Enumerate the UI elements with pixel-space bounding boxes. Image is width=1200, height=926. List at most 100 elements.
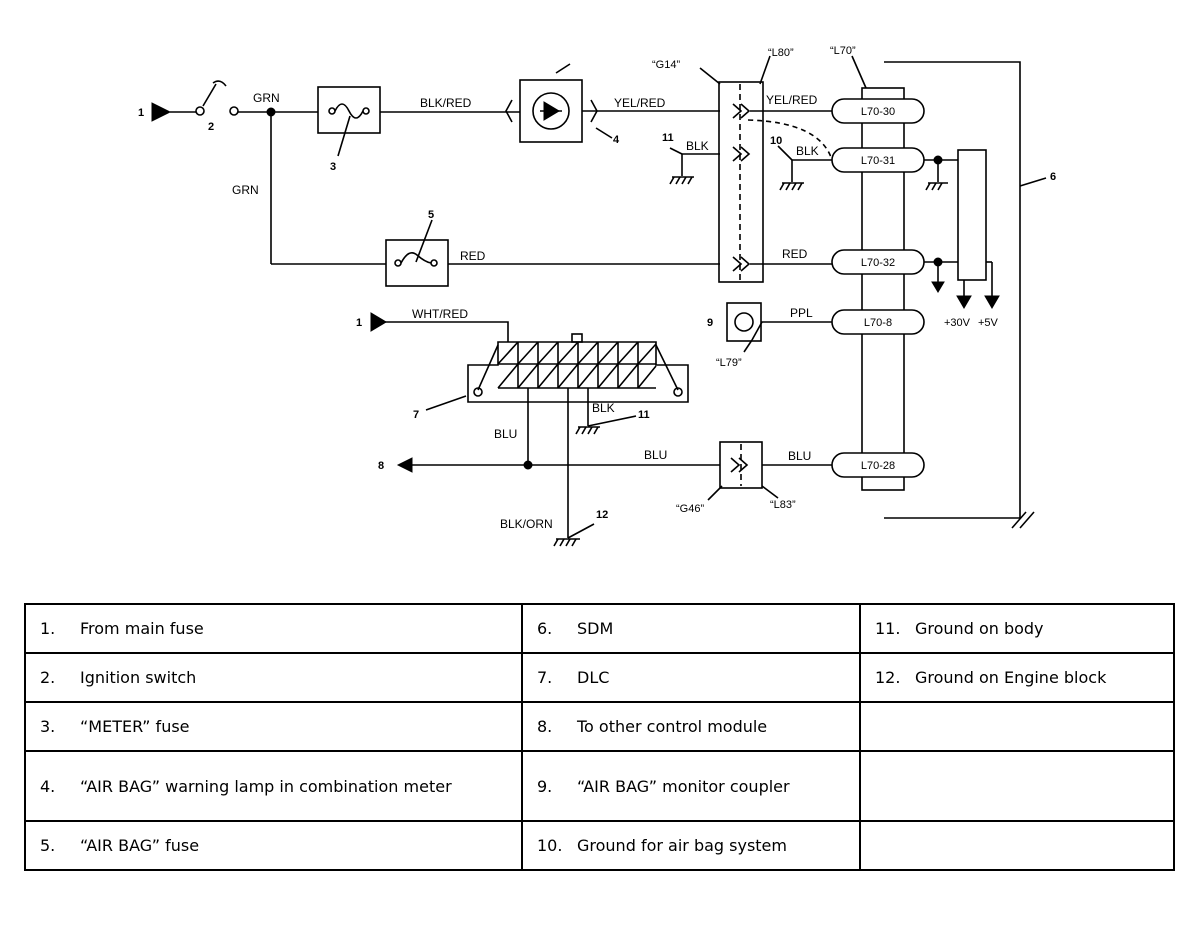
wire-label-red-a: RED [460, 249, 486, 263]
legend-text: DLC [577, 668, 610, 687]
legend-cell: 6. SDM [521, 603, 861, 654]
terminal-l70-30 [831, 98, 925, 124]
callout-1a: 1 [138, 107, 144, 119]
legend-number: 8. [537, 717, 553, 736]
wire-label-yel-red-a: YEL/RED [614, 96, 666, 110]
terminal-label-l70-31: L70-31 [861, 155, 895, 167]
callout-7: 7 [413, 409, 419, 421]
legend-number: 10. [537, 836, 563, 855]
wire-label-blu-a: BLU [494, 427, 517, 441]
legend-cell: 7. DLC [521, 652, 861, 703]
terminal-l70-31 [831, 147, 925, 173]
wire-label-blk-b: BLK [796, 144, 819, 158]
legend-cell: 4. “AIR BAG” warning lamp in combination … [24, 750, 523, 822]
callout-1b: 1 [356, 317, 362, 329]
sdm-internal-module [957, 149, 987, 281]
legend-text: Ground on body [915, 619, 1044, 638]
wire-label-red-b: RED [782, 247, 808, 261]
wire-label-blk-red: BLK/RED [420, 96, 472, 110]
legend-number: 7. [537, 668, 553, 687]
main-fuse-arrow-icon-2 [370, 312, 387, 332]
ground-symbol-12 [553, 538, 580, 547]
wire-label-blu-c: BLU [788, 449, 811, 463]
legend-text: “AIR BAG” warning lamp in combination me… [80, 776, 452, 796]
legend-text: Ground for air bag system [577, 836, 787, 855]
terminal-l70-28 [831, 452, 925, 478]
callout-9: 9 [707, 317, 713, 329]
connector-ref-l79: “L79” [716, 357, 742, 369]
meter-fuse-box [317, 86, 381, 134]
callout-12: 12 [596, 509, 608, 521]
legend-text: To other control module [577, 717, 768, 736]
dlc-connector [467, 341, 689, 403]
air-bag-fuse-element [400, 252, 432, 264]
legend-text: From main fuse [80, 619, 204, 638]
legend-row: 4. “AIR BAG” warning lamp in combination … [24, 750, 1175, 822]
legend-number: 9. [537, 776, 553, 796]
ground-symbol-10 [779, 182, 804, 191]
legend-number: 11. [875, 619, 901, 638]
terminal-l70-8 [831, 309, 925, 335]
connector-ref-g14: “G14” [652, 59, 680, 71]
wire-label-ppl: PPL [790, 306, 813, 320]
legend-number: 6. [537, 619, 553, 638]
voltage-label-30v: +30V [944, 317, 971, 329]
connector-ref-g46: “G46” [676, 503, 704, 515]
terminal-label-l70-8: L70-8 [864, 317, 892, 329]
internal-jumper [747, 119, 833, 161]
legend-cell [859, 750, 1175, 822]
l70-connector-strip [861, 87, 905, 491]
wire-label-grn-left: GRN [232, 183, 259, 197]
callout-4: 4 [613, 134, 620, 146]
legend-cell: 12.Ground on Engine block [859, 652, 1175, 703]
legend-cell: 1. From main fuse [24, 603, 523, 654]
legend-number: 1. [40, 619, 56, 638]
ignition-switch-contact [195, 106, 205, 116]
terminal-label-l70-28: L70-28 [861, 460, 895, 472]
legend-text: Ignition switch [80, 668, 197, 687]
legend-cell: 9. “AIR BAG” monitor coupler [521, 750, 861, 822]
wire-label-wht-red: WHT/RED [412, 307, 468, 321]
wire-label-grn-top: GRN [253, 91, 280, 105]
wiring-diagram: L70-30 L70-31 L70-32 L70-8 L70-28 GRN GR… [138, 45, 1056, 547]
monitor-coupler [726, 302, 762, 342]
legend-number: 4. [40, 776, 56, 796]
wire-label-blk-orn: BLK/ORN [500, 517, 553, 531]
legend-number: 12. [875, 668, 901, 687]
legend-number: 5. [40, 836, 56, 855]
meter-fuse-element [334, 103, 364, 119]
main-fuse-arrow-icon [151, 102, 172, 122]
wire-label-blk-c: BLK [592, 401, 615, 415]
legend-text: “METER” fuse [80, 717, 190, 736]
legend-row: 5. “AIR BAG” fuse 10. Ground for air bag s… [24, 820, 1175, 871]
legend-text: SDM [577, 619, 614, 638]
splice-dot-blu [523, 460, 533, 470]
legend-text: “AIR BAG” fuse [80, 836, 200, 855]
legend-cell: 3. “METER” fuse [24, 701, 523, 752]
legend-table: 1. From main fuse 6. SDM 11. Ground on body… [24, 603, 1175, 871]
g14-l80-connector [718, 81, 764, 283]
ground-symbol-11a [669, 176, 694, 185]
ground-symbol-sdm [925, 182, 948, 191]
air-bag-fuse-box [385, 239, 449, 287]
legend-cell: 11. Ground on body [859, 603, 1175, 654]
legend-number: 3. [40, 717, 56, 736]
wire-label-blk-a: BLK [686, 139, 709, 153]
wire-label-blu-b: BLU [644, 448, 667, 462]
legend-cell: 2. Ignition switch [24, 652, 523, 703]
air-bag-lamp [532, 92, 570, 130]
splice-dot [266, 107, 276, 117]
legend-row: 3. “METER” fuse 8. To other control module [24, 701, 1175, 752]
terminal-label-l70-32: L70-32 [861, 257, 895, 269]
legend-number: 2. [40, 668, 56, 687]
callout-2: 2 [208, 121, 214, 133]
ground-arrow-icon [931, 281, 945, 293]
callout-3: 3 [330, 161, 336, 173]
connector-ref-l80: “L80” [768, 47, 794, 59]
legend-text: “AIR BAG” monitor coupler [577, 776, 790, 796]
callout-11b: 11 [638, 409, 650, 421]
wire-label-yel-red-b: YEL/RED [766, 93, 818, 107]
callout-11a: 11 [662, 132, 674, 144]
lamp-diode-icon [543, 101, 560, 121]
legend-row: 1. From main fuse 6. SDM 11. Ground on body [24, 603, 1175, 654]
